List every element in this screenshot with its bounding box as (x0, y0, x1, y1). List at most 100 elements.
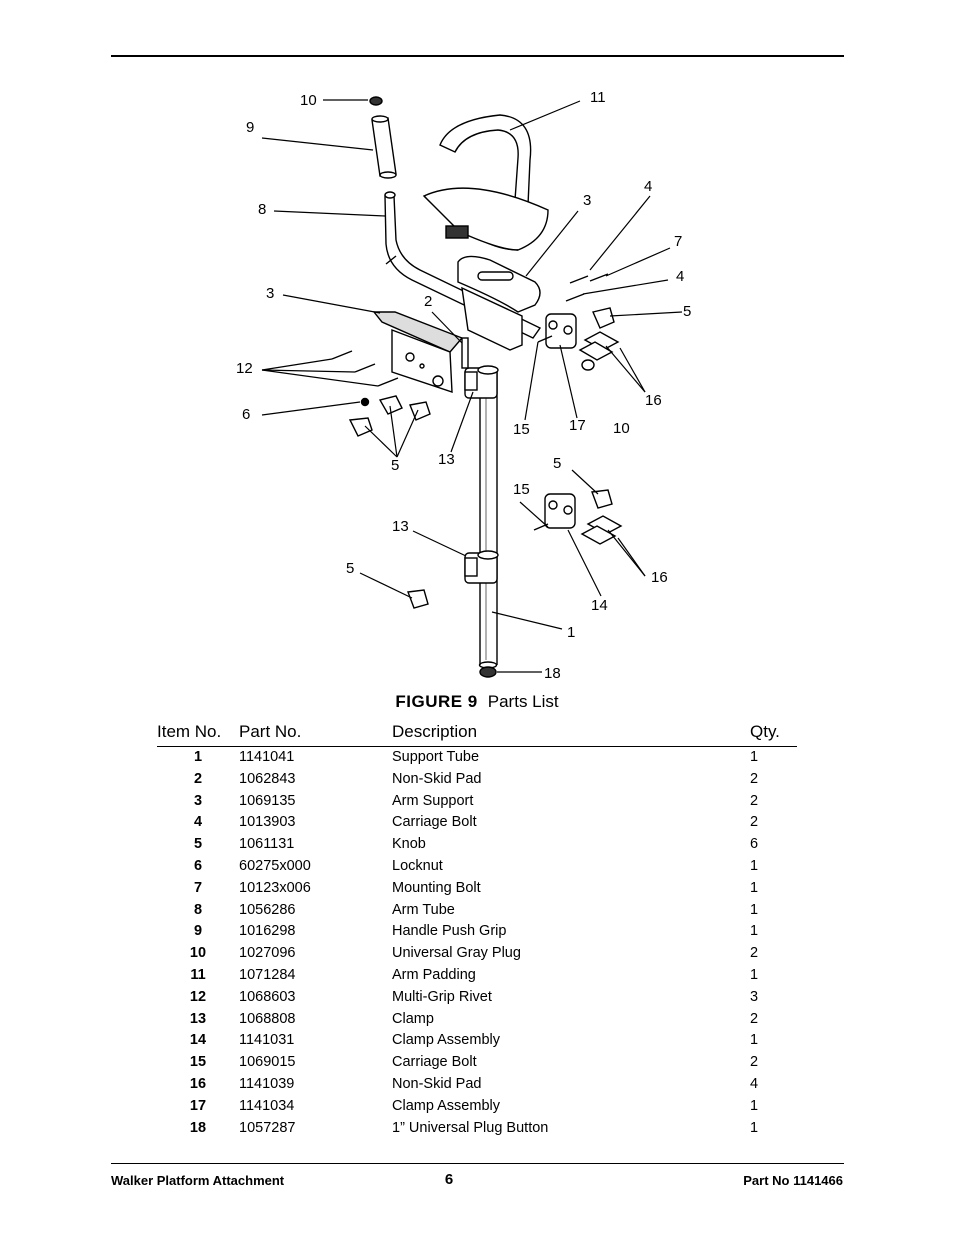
bolts (565, 273, 609, 302)
nonskid-pads-16-upper (578, 331, 620, 361)
cell-description: Non-Skid Pad (392, 770, 482, 787)
cell-description: Carriage Bolt (392, 1054, 477, 1071)
callout-10-top: 10 (300, 92, 317, 109)
cell-item-no: 7 (193, 879, 203, 896)
cell-item-no: 9 (193, 923, 203, 940)
callout-16-upper: 16 (645, 392, 662, 409)
header-part-no: Part No. (239, 718, 392, 747)
cell-qty: 4 (750, 1075, 759, 1092)
callout-1: 1 (567, 624, 575, 641)
top-rule (111, 55, 844, 57)
cell-item-no: 3 (193, 792, 203, 809)
callout-15-lower: 15 (513, 481, 530, 498)
nonskid-pads-16-lower (580, 515, 623, 545)
clamp-assembly-17 (537, 313, 577, 349)
callout-5-lower-right: 5 (553, 455, 561, 472)
cell-part-no: 1013903 (239, 814, 296, 831)
callout-8: 8 (258, 201, 266, 218)
page-number: 6 (444, 1171, 454, 1188)
cell-description: Arm Padding (392, 966, 476, 983)
cell-part-no: 10123x006 (239, 879, 311, 896)
cell-qty: 1 (750, 857, 759, 874)
exploded-parts-diagram: 10 9 8 3 2 12 6 5 13 15 17 10 16 5 4 7 4… (236, 89, 691, 682)
cell-item-no: 14 (189, 1032, 207, 1049)
footer-part-number: Part No 1141466 (743, 1173, 843, 1188)
cell-item-no: 13 (189, 1010, 207, 1027)
cell-qty: 2 (750, 1010, 759, 1027)
callout-15-upper: 15 (513, 421, 530, 438)
header-qty: Qty. (750, 718, 797, 747)
cell-item-no: 2 (193, 770, 203, 787)
handle-grip (371, 115, 397, 179)
cell-part-no: 1069015 (239, 1054, 296, 1071)
table-row: 9 1016298 Handle Push Grip 1 (157, 921, 797, 943)
callout-7: 7 (674, 233, 682, 250)
table-header-row: Item No. Part No. Description Qty. (157, 718, 797, 747)
callout-10-right: 10 (613, 420, 630, 437)
cell-part-no: 1141039 (239, 1075, 295, 1092)
cell-part-no: 1016298 (239, 923, 296, 940)
cell-description: Handle Push Grip (392, 923, 507, 940)
cell-description: Locknut (392, 857, 443, 874)
clamp-lower (464, 550, 499, 584)
arm-support-upper (422, 187, 549, 251)
cell-description: Support Tube (392, 749, 480, 765)
callout-5-lower-left: 5 (346, 560, 354, 577)
callout-6: 6 (242, 406, 250, 423)
cell-description: Non-Skid Pad (392, 1075, 482, 1092)
cell-qty: 1 (750, 879, 759, 896)
plug-button-18 (479, 666, 497, 678)
cell-qty: 1 (750, 1119, 759, 1136)
cell-item-no: 18 (189, 1119, 207, 1136)
callout-2: 2 (424, 293, 432, 310)
table-row: 3 1069135 Arm Support 2 (157, 791, 797, 813)
cell-part-no: 1062843 (239, 770, 296, 787)
cell-part-no: 1027096 (239, 945, 296, 962)
callout-3-upper: 3 (583, 192, 591, 209)
callout-11: 11 (590, 89, 606, 106)
callout-14: 14 (591, 597, 608, 614)
clamp-assembly-14 (533, 493, 576, 531)
callout-9: 9 (246, 119, 254, 136)
cell-qty: 2 (750, 945, 759, 962)
arm-support-lower (372, 311, 464, 393)
cell-qty: 2 (750, 770, 759, 787)
figure-label: FIGURE 9 (395, 692, 478, 711)
callouts: 10 9 8 3 2 12 6 5 13 15 17 10 16 5 4 7 4… (236, 89, 691, 682)
cell-description: Universal Gray Plug (392, 945, 521, 962)
cell-description: Arm Support (392, 792, 474, 809)
cell-qty: 2 (750, 792, 759, 809)
cell-item-no: 12 (189, 988, 207, 1005)
bottom-rule (111, 1163, 844, 1164)
cell-qty: 1 (750, 901, 759, 918)
arm-tube (384, 191, 542, 339)
cell-qty: 1 (750, 966, 759, 983)
cell-item-no: 5 (193, 836, 203, 853)
cell-part-no: 1069135 (239, 792, 296, 809)
cell-item-no: 1 (193, 749, 203, 765)
callout-4-mid: 4 (676, 268, 684, 285)
cell-description: Clamp Assembly (392, 1097, 500, 1114)
rivets (331, 350, 399, 387)
cell-description: Arm Tube (392, 901, 455, 918)
support-tube (478, 370, 498, 669)
cell-qty: 1 (750, 923, 759, 940)
cell-description: Knob (392, 836, 426, 853)
cell-part-no: 1056286 (239, 901, 296, 918)
cell-description: 1” Universal Plug Button (392, 1119, 549, 1136)
cell-item-no: 16 (189, 1075, 207, 1092)
callout-18: 18 (544, 665, 561, 682)
cell-part-no: 1068603 (239, 988, 296, 1005)
cell-part-no: 1141031 (239, 1032, 295, 1049)
